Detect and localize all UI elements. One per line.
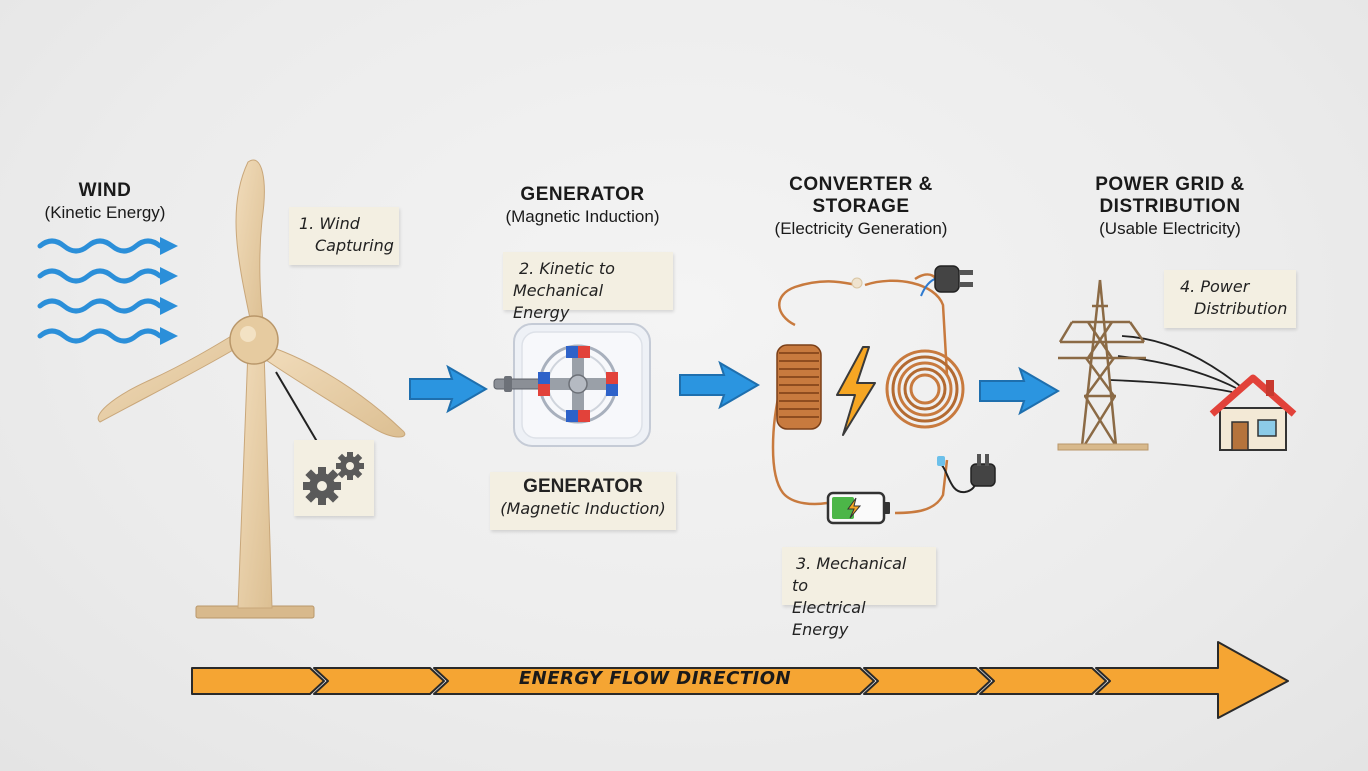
lightning-bolt-icon xyxy=(836,346,876,436)
generator-card: GENERATOR (Magnetic Induction) xyxy=(490,472,676,530)
note-mechanical-to-electrical-line2: Electrical Energy xyxy=(792,598,866,639)
generator-subtitle: (Magnetic Induction) xyxy=(505,207,660,226)
note-kinetic-to-mechanical-line2: Mechanical Energy xyxy=(513,281,604,322)
flow-arrow-2-icon xyxy=(679,360,760,410)
generator-card-title: GENERATOR xyxy=(523,476,643,497)
generator-heading: GENERATOR (Magnetic Induction) xyxy=(480,184,685,228)
note-wind-capturing-line2: Capturing xyxy=(315,236,394,255)
note-wind-capturing-line1: 1. Wind xyxy=(299,214,360,233)
plug-icon-lower xyxy=(937,454,996,494)
note-mechanical-to-electrical: 3. Mechanical to Electrical Energy xyxy=(782,547,936,639)
converter-subtitle: (Electricity Generation) xyxy=(774,219,948,238)
wind-heading: WIND (Kinetic Energy) xyxy=(20,180,190,224)
flow-arrow-3-icon xyxy=(979,366,1060,416)
gears-icon xyxy=(303,452,364,505)
grid-title-line2: DISTRIBUTION xyxy=(1099,196,1241,217)
note-power-distribution-line2: Distribution xyxy=(1194,299,1288,318)
note-power-distribution-line1: 4. Power xyxy=(1180,277,1250,296)
converter-title-line2: STORAGE xyxy=(812,196,910,217)
generator-card-subtitle: (Magnetic Induction) xyxy=(500,499,666,518)
transmission-tower-icon xyxy=(1057,279,1241,451)
wind-turbine-icon xyxy=(97,159,406,619)
battery-icon xyxy=(826,491,890,525)
note-power-distribution: 4. Power Distribution xyxy=(1164,270,1296,328)
note-mechanical-to-electrical-line1: 3. Mechanical to xyxy=(792,554,907,595)
plug-icon xyxy=(920,265,973,297)
converter-heading: CONVERTER & STORAGE (Electricity Generat… xyxy=(752,174,970,240)
grid-subtitle: (Usable Electricity) xyxy=(1099,219,1241,238)
flow-arrow-1-icon xyxy=(409,364,488,414)
energy-flow-arrow xyxy=(191,641,1289,719)
note-kinetic-to-mechanical-line1: 2. Kinetic to xyxy=(519,259,615,278)
grid-title-line1: POWER GRID & xyxy=(1095,174,1245,195)
wind-waves-icon xyxy=(37,237,178,345)
wind-title: WIND xyxy=(78,180,132,201)
generator-title: GENERATOR xyxy=(520,184,645,205)
generator-icon xyxy=(493,323,651,447)
house-icon xyxy=(1209,374,1297,451)
note-kinetic-to-mechanical: 2. Kinetic to Mechanical Energy xyxy=(503,252,673,322)
wind-subtitle: (Kinetic Energy) xyxy=(44,203,166,222)
gears-card xyxy=(294,440,374,516)
energy-flow-label: ENERGY FLOW DIRECTION xyxy=(518,668,792,689)
grid-heading: POWER GRID & DISTRIBUTION (Usable Electr… xyxy=(1070,174,1270,240)
converter-title-line1: CONVERTER & xyxy=(789,174,933,195)
note-wind-capturing: 1. Wind Capturing xyxy=(289,207,399,265)
copper-coil-icon xyxy=(771,273,965,515)
